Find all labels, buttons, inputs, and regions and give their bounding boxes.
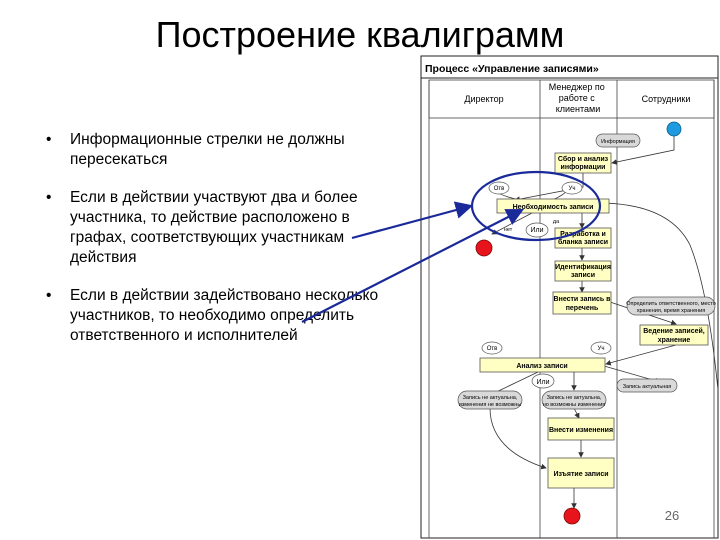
bullet-dot-icon: • (46, 189, 52, 206)
info-note (541, 390, 607, 410)
end-event (563, 507, 581, 525)
bullet-text: Если в действии участвуют два и более уч… (70, 189, 358, 266)
info-note-label: Запись не актуальна,но возможны изменени… (543, 395, 606, 408)
activity-line: записи (571, 272, 595, 279)
activity-box (552, 291, 612, 315)
activity-box (554, 260, 612, 282)
info-note (616, 378, 678, 393)
activity-line: Необходимость записи (513, 203, 594, 211)
start-event (666, 121, 682, 137)
info-note-line: изменения не возможны (459, 402, 522, 408)
bullet-dot-icon: • (46, 131, 52, 148)
pointer-arrow (351, 201, 474, 240)
bullet-item: • Если в действии задействовано несколько… (46, 286, 386, 346)
bullet-item: • Если в действии участвуют два и более у… (46, 188, 386, 268)
info-note-line: но возможны изменения (543, 402, 606, 408)
role-executor-label: Уч (569, 186, 576, 192)
yes-label: да (553, 219, 560, 225)
flow-line (573, 407, 580, 419)
pointer-arrow (301, 209, 524, 323)
info-note-label: Запись актуальная (623, 384, 672, 390)
activity-label: Ведение записей, хранение (643, 327, 705, 344)
info-note (595, 133, 641, 148)
role-executor-oval (590, 341, 612, 355)
or-label: Или (536, 379, 549, 386)
activity-line: Ведение записей, (643, 327, 705, 335)
flow-line (605, 344, 677, 366)
activity-line: Сбор и анализ (558, 155, 609, 163)
activity-line: Внести запись в (554, 296, 612, 303)
or-oval (525, 222, 549, 238)
bullet-text: Информационные стрелки не должны пересек… (70, 131, 345, 168)
activity-box (496, 198, 610, 214)
activity-line: Идентификация (555, 264, 611, 271)
info-note-label: Запись не актуальна,изменения не возможн… (459, 395, 522, 408)
flow-line (603, 200, 719, 391)
activity-line: хранение (658, 337, 691, 344)
info-note-line: Запись не актуальна, (547, 395, 602, 401)
activity-line: бланка записи (558, 238, 608, 246)
activity-line: Анализ записи (516, 363, 567, 370)
activity-label: Анализ записи (516, 363, 567, 370)
info-note-line: Запись не актуальна, (463, 395, 518, 401)
activity-box (547, 457, 615, 489)
info-note-label: Информация (601, 139, 635, 145)
info-note-line: хранения, время хранения (637, 308, 706, 314)
role-responsible-label: Отв (487, 346, 498, 352)
or-oval (531, 373, 555, 389)
role-responsible-oval (481, 341, 503, 355)
page-number: 26 (664, 508, 680, 523)
bullet-text: Если в действии задействовано несколько … (70, 287, 379, 344)
activity-label: Необходимость записи (513, 203, 594, 211)
lane-header-line: клиентами (556, 104, 601, 114)
activity-box (639, 324, 709, 346)
activity-box (554, 152, 612, 174)
role-responsible-oval (488, 181, 510, 195)
info-note-line: Запись актуальная (623, 384, 672, 390)
end-event (475, 239, 493, 257)
no-label: нет (504, 227, 513, 233)
flow-line (514, 172, 584, 202)
activity-box (547, 417, 615, 441)
lane-header-director: Директор (464, 94, 503, 104)
process-title: Процесс «Управление записями» (425, 63, 599, 75)
bullet-dot-icon: • (46, 287, 52, 304)
flow-line (489, 407, 547, 470)
lane-header-staff: Сотрудники (642, 94, 691, 104)
slide-title: Построение квалиграмм (155, 14, 565, 55)
info-note (626, 296, 716, 316)
role-responsible-label: Отв (494, 186, 505, 192)
lane-header-manager: Менеджер по работе с клиентами (549, 82, 608, 114)
lane-header-line: Менеджер по (549, 82, 605, 92)
bullet-list: • Информационные стрелки не должны пересе… (46, 130, 386, 364)
activity-box (479, 357, 606, 373)
info-note-line: Определить ответственного, место (626, 301, 716, 307)
activity-line: перечень (566, 305, 599, 312)
role-executor-label: Уч (598, 346, 605, 352)
role-executor-oval (561, 181, 583, 195)
info-note (457, 390, 523, 410)
lane-header-line: работе с (559, 93, 596, 103)
flow-line (611, 136, 675, 165)
or-label: Или (530, 227, 543, 234)
activity-label: Изъятие записи (553, 471, 608, 478)
activity-line: информации (561, 164, 606, 171)
lane-header-line: Директор (464, 94, 503, 104)
activity-line: Внести изменения (549, 427, 613, 434)
activity-label: Внести изменения (549, 427, 613, 434)
activity-line: Изъятие записи (553, 471, 608, 478)
activity-line: Разработка и (560, 230, 606, 238)
activity-label: Внести запись в перечень (554, 296, 612, 312)
bullet-item: • Информационные стрелки не должны пересе… (46, 130, 386, 170)
info-note-line: Информация (601, 139, 635, 145)
lane-header-line: Сотрудники (642, 94, 691, 104)
